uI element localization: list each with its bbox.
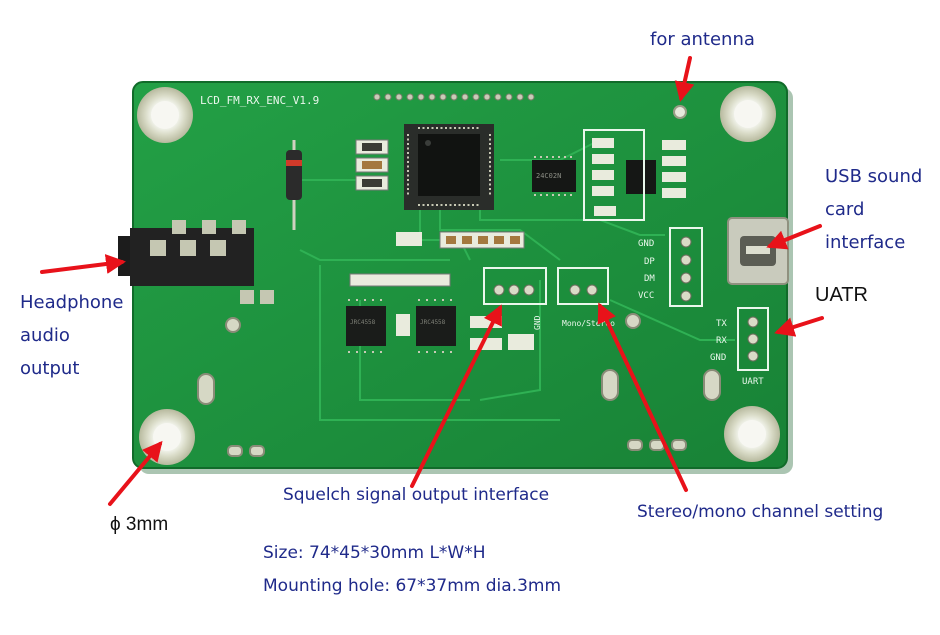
svg-text:VCC: VCC: [638, 291, 654, 301]
svg-text:Mono/Stereo: Mono/Stereo: [562, 319, 615, 328]
svg-text:GND: GND: [533, 315, 542, 330]
label-usb-line2: card: [825, 199, 865, 220]
svg-text:GND: GND: [638, 239, 654, 249]
arrow-hole: [108, 440, 163, 506]
arrow-stereo: [597, 302, 688, 492]
mcu-chip: [404, 124, 494, 210]
svg-text:UART: UART: [742, 377, 764, 387]
label-usb-line1: USB sound: [825, 166, 923, 187]
rf-chip: [626, 160, 656, 194]
svg-text:DP: DP: [644, 257, 655, 267]
diode: [286, 140, 302, 230]
label-headphone-line1: Headphone: [20, 292, 124, 313]
passive-components: [349, 129, 686, 350]
uart-header: TX RX GND UART: [710, 307, 769, 387]
svg-text:GND: GND: [710, 353, 726, 363]
label-usb-line3: interface: [825, 232, 906, 253]
label-stereo-mono: Stereo/mono channel setting: [637, 502, 884, 522]
spec-mounting: Mounting hole: 67*37mm dia.3mm: [263, 576, 562, 596]
arrow-uart: [774, 316, 824, 337]
squelch-header: GND: [483, 267, 547, 330]
label-squelch: Squelch signal output interface: [283, 485, 550, 505]
usb-header: GND DP DM VCC: [638, 227, 703, 307]
eeprom-chip: 24C02N: [532, 156, 576, 196]
label-headphone-line2: audio: [20, 325, 70, 346]
mounting-hole-top-left: [137, 87, 193, 143]
label-antenna: for antenna: [650, 29, 755, 50]
opamp-right: JRC4558: [416, 299, 456, 353]
arrow-usb: [766, 224, 822, 250]
mounting-hole-top-right: [720, 86, 776, 142]
svg-text:DM: DM: [644, 274, 655, 284]
silkscreen-title: LCD_FM_RX_ENC_V1.9: [200, 94, 319, 107]
opamp-left: JRC4558: [346, 299, 386, 353]
label-uart: UATR: [815, 284, 868, 306]
arrow-headphone: [40, 254, 126, 274]
antenna-pad: [673, 105, 687, 119]
stereo-mono-header: Mono/Stereo: [557, 267, 615, 328]
lcd-header-pads: [373, 93, 535, 101]
svg-text:JRC4558: JRC4558: [350, 319, 376, 326]
capacitor: [396, 314, 410, 336]
arrow-antenna: [674, 56, 695, 102]
label-headphone-line3: output: [20, 358, 80, 379]
label-hole-diameter: ϕ 3mm: [110, 514, 169, 535]
micro-usb-connector: [727, 217, 789, 285]
svg-text:TX: TX: [716, 319, 727, 329]
arrow-squelch: [410, 304, 502, 488]
spec-size: Size: 74*45*30mm L*W*H: [263, 543, 486, 563]
svg-text:JRC4558: JRC4558: [420, 319, 446, 326]
mounting-hole-bottom-right: [724, 406, 780, 462]
oval-pads: [197, 313, 721, 457]
svg-text:RX: RX: [716, 336, 727, 346]
svg-text:24C02N: 24C02N: [536, 172, 561, 180]
annotation-arrows: [40, 56, 824, 506]
